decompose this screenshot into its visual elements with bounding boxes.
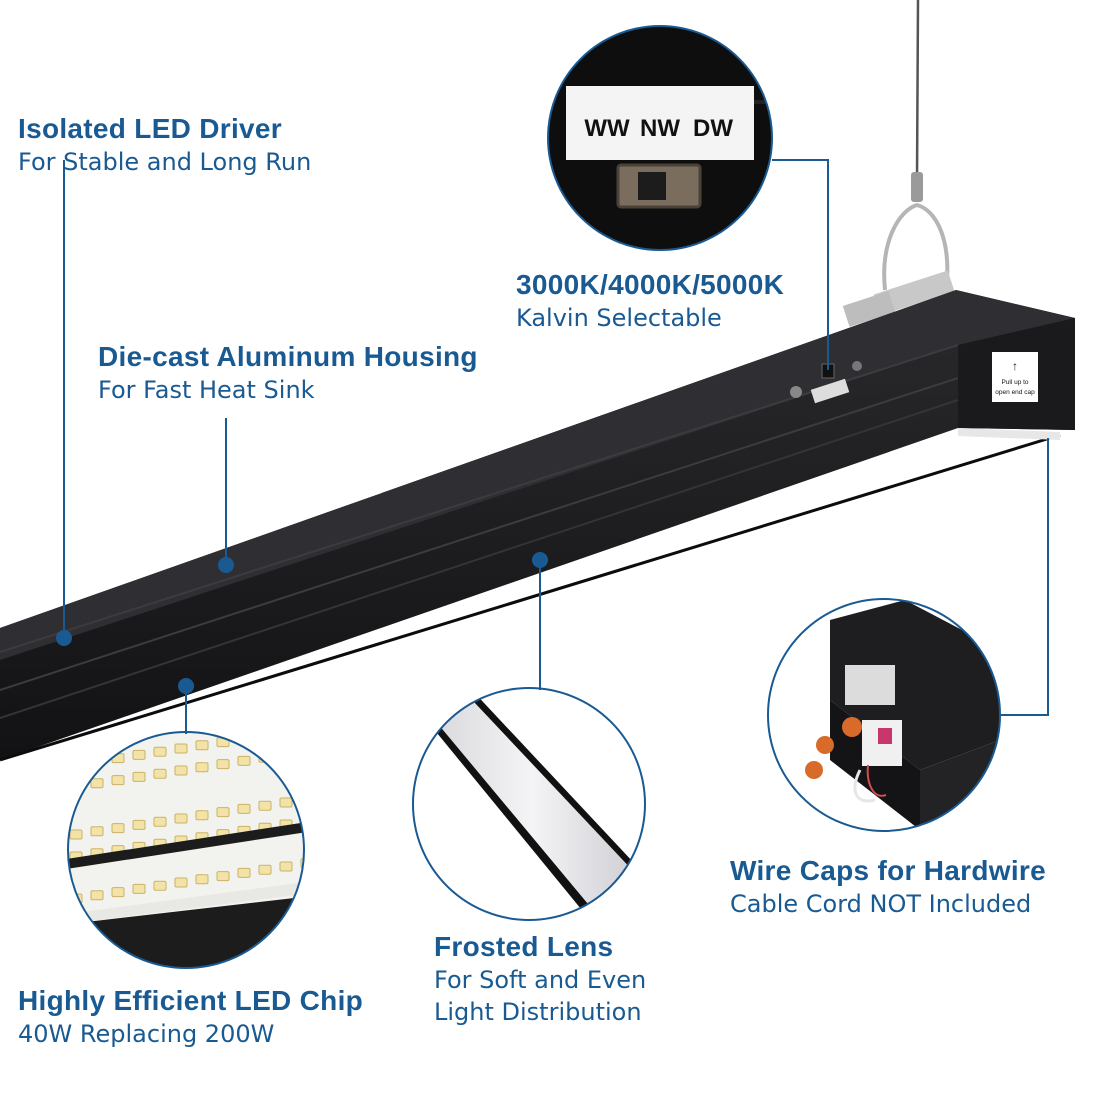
linear-fixture: ↑ Pull up to open end cap <box>0 290 1075 762</box>
led-chip <box>153 768 167 779</box>
leader-lines <box>63 159 1049 734</box>
led-chip <box>111 823 125 834</box>
led-chip <box>300 732 304 735</box>
wire-caps-inset <box>767 598 1001 832</box>
led-chip <box>174 765 188 776</box>
lens-subtitle-line1: For Soft and Even <box>434 966 647 994</box>
end-cap-label-line2: open end cap <box>995 389 1035 396</box>
callout-wire-caps: Wire Caps for Hardwire Cable Cord NOT In… <box>730 854 1046 920</box>
led-chip <box>153 880 167 891</box>
cct-subtitle: Kalvin Selectable <box>516 304 722 332</box>
led-chip <box>300 816 304 827</box>
lens-title: Frosted Lens <box>434 931 614 962</box>
led-chip <box>153 746 167 757</box>
led-chip <box>195 762 209 773</box>
callout-cct: 3000K/4000K/5000K Kalvin Selectable <box>516 268 784 334</box>
led-chip <box>237 755 251 766</box>
switch-label-ww: WW <box>584 115 630 142</box>
suspension-cable <box>842 0 955 327</box>
led-chip <box>111 887 125 898</box>
led-chip <box>279 797 293 808</box>
driver-marker-dot <box>56 630 72 646</box>
led-chip <box>90 890 104 901</box>
led-chip <box>195 874 209 885</box>
callout-led-chip: Highly Efficient LED Chip 40W Replacing … <box>18 984 363 1050</box>
led-chip <box>237 803 251 814</box>
led-chip <box>132 771 146 782</box>
led-chip <box>132 819 146 830</box>
switch-label-nw: NW <box>640 115 680 142</box>
led-chip <box>279 861 293 872</box>
led-chip <box>153 816 167 827</box>
housing-title: Die-cast Aluminum Housing <box>98 341 478 372</box>
lens-subtitle-line2: Light Distribution <box>434 998 642 1026</box>
led-chip <box>216 871 230 882</box>
led-chip <box>258 732 272 741</box>
wire-title: Wire Caps for Hardwire <box>730 855 1046 886</box>
chip-title: Highly Efficient LED Chip <box>18 985 364 1016</box>
led-chip <box>279 749 293 760</box>
led-chip <box>300 794 304 805</box>
led-chip <box>279 732 293 738</box>
svg-text:↑: ↑ <box>1012 359 1018 373</box>
lens-marker-dot <box>532 552 548 568</box>
end-cap-label-line1: Pull up to <box>1001 379 1028 386</box>
led-chip <box>174 743 188 754</box>
chip-marker-dot <box>178 678 194 694</box>
leader-dots <box>56 552 548 694</box>
cct-title: 3000K/4000K/5000K <box>516 269 785 300</box>
switch-label-dw: DW <box>693 115 733 142</box>
led-chip <box>132 883 146 894</box>
wire-subtitle: Cable Cord NOT Included <box>730 890 1032 918</box>
led-chip <box>111 775 125 786</box>
led-chip <box>300 746 304 757</box>
chip-subtitle: 40W Replacing 200W <box>18 1020 275 1048</box>
led-chip <box>69 781 83 792</box>
led-chip <box>258 800 272 811</box>
led-chip <box>69 829 83 840</box>
led-chip <box>300 858 304 869</box>
housing-marker-dot <box>218 557 234 573</box>
led-chip <box>216 807 230 818</box>
frosted-lens-inset <box>412 687 646 921</box>
switch-inset: WW NW DW <box>547 25 773 251</box>
led-chip <box>237 867 251 878</box>
callout-housing: Die-cast Aluminum Housing For Fast Heat … <box>98 340 478 406</box>
callout-lens: Frosted Lens For Soft and Even Light Dis… <box>434 930 646 1028</box>
led-chip <box>195 810 209 821</box>
led-chip <box>237 733 251 744</box>
housing-subtitle: For Fast Heat Sink <box>98 376 315 404</box>
driver-title: Isolated LED Driver <box>18 113 283 144</box>
led-chip <box>69 759 83 770</box>
led-chip <box>174 877 188 888</box>
driver-subtitle: For Stable and Long Run <box>18 148 312 176</box>
led-chip <box>111 753 125 764</box>
led-chip <box>90 778 104 789</box>
callout-driver: Isolated LED Driver For Stable and Long … <box>18 112 311 178</box>
led-chip <box>174 813 188 824</box>
led-chip <box>90 756 104 767</box>
led-chip <box>258 864 272 875</box>
led-chip-inset <box>67 731 305 969</box>
led-chip <box>132 749 146 760</box>
led-chip <box>216 759 230 770</box>
led-chip <box>195 740 209 751</box>
led-chip <box>90 826 104 837</box>
